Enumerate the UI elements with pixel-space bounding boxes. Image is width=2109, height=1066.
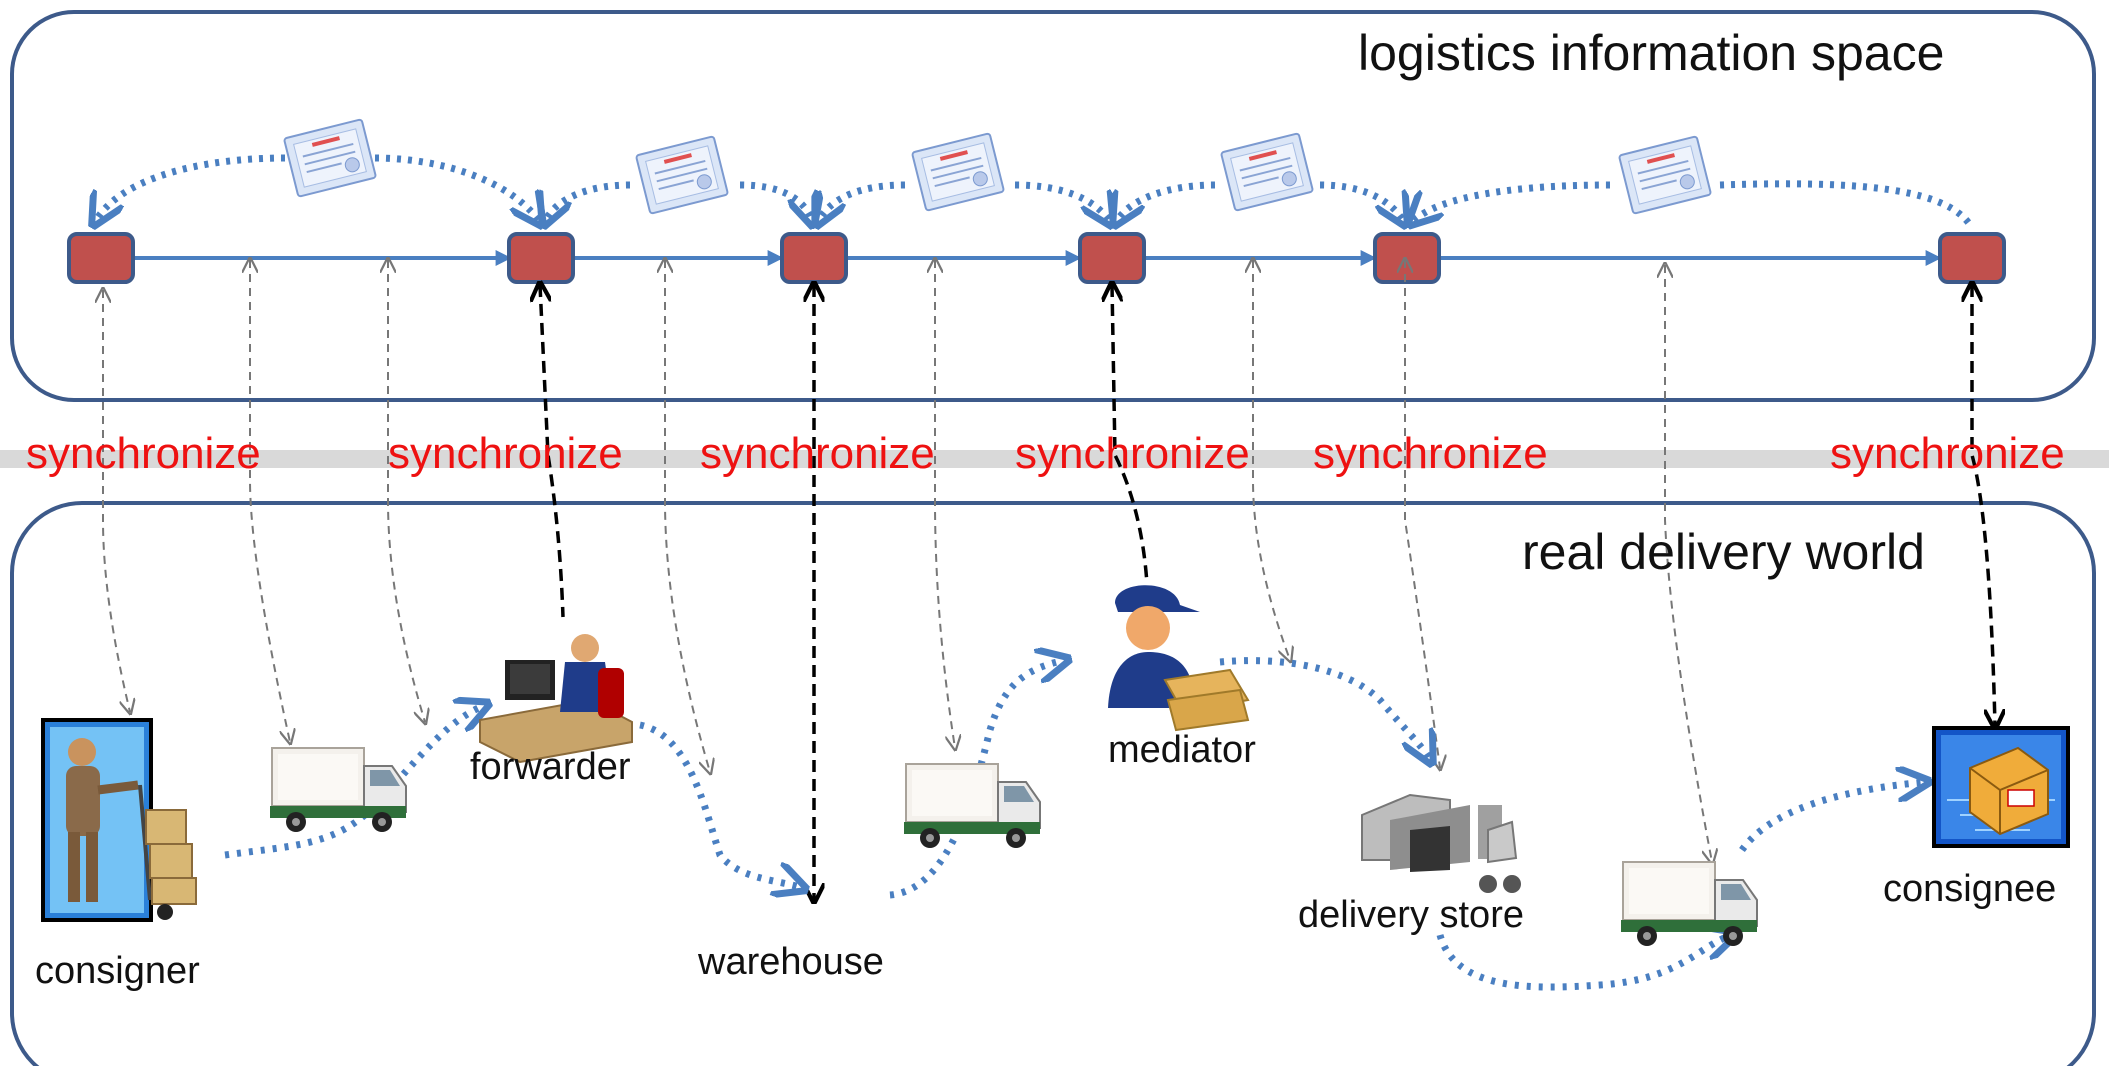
consignee-label: consignee [1883, 868, 2057, 910]
real-world-title: real delivery world [1522, 524, 1925, 580]
certificate-icon [1219, 132, 1315, 212]
timeline-node [780, 232, 848, 284]
delivery-store-label: delivery store [1298, 894, 1524, 936]
timeline-node [1938, 232, 2006, 284]
office-worker-icon [479, 634, 633, 764]
certificate-icon [910, 132, 1006, 212]
synchronize-label: synchronize [388, 429, 623, 478]
weak-sync-links [103, 260, 1712, 862]
truck-icon [903, 763, 1041, 849]
synchronize-label: synchronize [26, 429, 261, 478]
mediator-label: mediator [1108, 729, 1256, 771]
warehouse-forklift-icon [1361, 793, 1521, 893]
certificate-icon [634, 135, 730, 215]
certificate-flow [95, 154, 1976, 228]
truck-icon [1620, 861, 1758, 947]
real-world-frame [10, 501, 2096, 1066]
information-space-title: logistics information space [1358, 25, 1945, 81]
timeline-node [1078, 232, 1146, 284]
consigner-label: consigner [35, 950, 200, 992]
information-space-frame [10, 10, 2096, 402]
truck-icon [269, 747, 407, 833]
synchronize-label: synchronize [1015, 429, 1250, 478]
timeline-node [1373, 232, 1441, 284]
synchronize-label: synchronize [700, 429, 935, 478]
timeline-node [67, 232, 135, 284]
person-hand-truck-icon [41, 718, 197, 922]
synchronize-label: synchronize [1830, 429, 2065, 478]
synchronize-label: synchronize [1313, 429, 1548, 478]
delivery-man-icon [1108, 585, 1250, 732]
forwarder-label: forwarder [470, 746, 631, 788]
strong-sync-links [540, 285, 1995, 900]
warehouse-label: warehouse [698, 941, 884, 983]
timeline-node [507, 232, 575, 284]
package-icon [1932, 726, 2070, 848]
synchronize-band [0, 450, 2109, 468]
certificate-icon [282, 118, 378, 198]
certificate-icon [1617, 135, 1713, 215]
delivery-flow [224, 660, 1925, 991]
